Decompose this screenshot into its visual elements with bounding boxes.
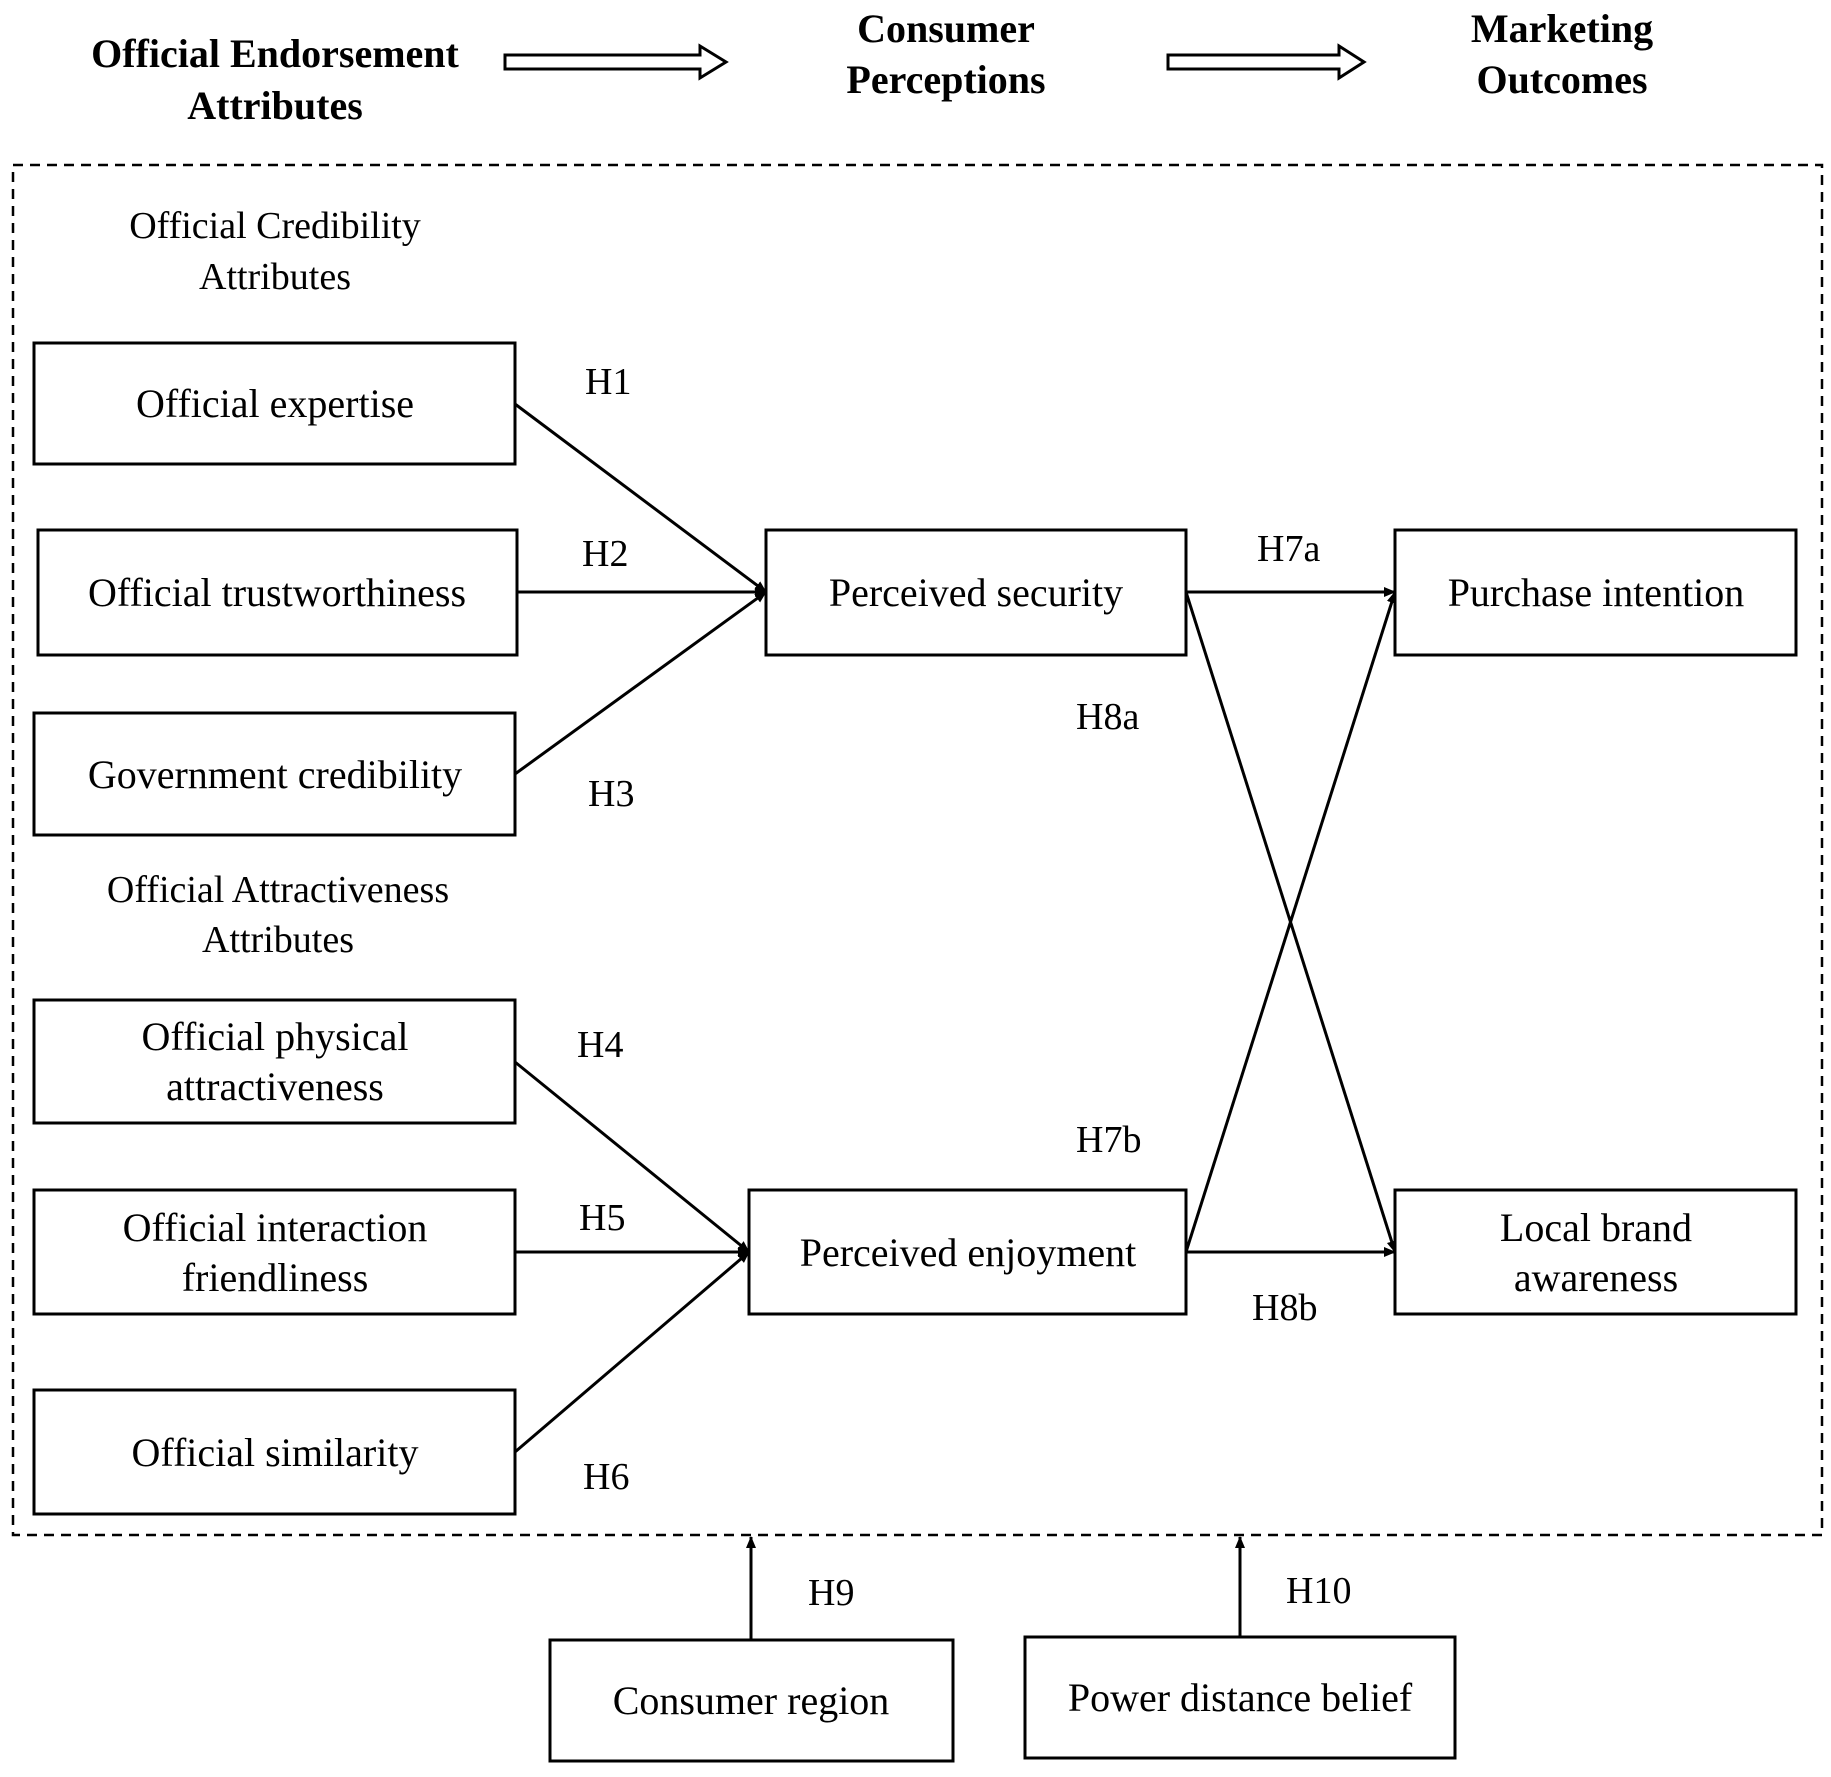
hypothesis-label-h4: H4: [577, 1024, 623, 1066]
hypothesis-label-h9: H9: [808, 1572, 854, 1614]
box-power-distance-belief: Power distance belief: [1023, 1635, 1457, 1760]
edge-h6: [514, 1250, 750, 1454]
label-official-expertise: Official expertise: [136, 381, 414, 426]
label-official-trustworthiness: Official trustworthiness: [88, 570, 466, 615]
label-perceived-enjoyment: Perceived enjoyment: [800, 1230, 1137, 1275]
hypothesis-label-h7a: H7a: [1257, 528, 1320, 570]
hypothesis-label-h8a: H8a: [1076, 696, 1139, 738]
label-purchase-intention: Purchase intention: [1448, 570, 1745, 615]
edge-h1: [514, 402, 767, 594]
label-power-distance-belief: Power distance belief: [1068, 1675, 1413, 1720]
box-perceived-security: Perceived security: [764, 528, 1188, 657]
hypothesis-label-h8b: H8b: [1252, 1287, 1317, 1329]
hypothesis-label-h1: H1: [585, 361, 631, 403]
box-consumer-region: Consumer region: [548, 1638, 955, 1763]
label-official-similarity: Official similarity: [132, 1430, 419, 1475]
box-official-trustworthiness: Official trustworthiness: [36, 528, 519, 657]
label-consumer-region: Consumer region: [613, 1678, 890, 1723]
label-government-credibility: Government credibility: [88, 752, 462, 797]
hypothesis-label-h10: H10: [1286, 1570, 1351, 1612]
framework-boundary: [11, 163, 1824, 1537]
header-arrow-1: [503, 43, 729, 81]
label-perceived-security: Perceived security: [829, 570, 1123, 615]
box-perceived-enjoyment: Perceived enjoyment: [747, 1188, 1188, 1316]
hypothesis-label-h7b: H7b: [1076, 1119, 1141, 1161]
hypothesis-label-h6: H6: [583, 1456, 629, 1498]
edge-h7b: [1184, 591, 1397, 1253]
box-official-similarity: Official similarity: [32, 1388, 517, 1516]
box-purchase-intention: Purchase intention: [1393, 528, 1798, 657]
hypothesis-label-h5: H5: [579, 1197, 625, 1239]
edge-h3: [514, 590, 767, 776]
header-arrow-2: [1166, 43, 1367, 81]
hypothesis-label-h2: H2: [582, 533, 628, 575]
box-official-expertise: Official expertise: [32, 341, 517, 466]
hypothesis-label-h3: H3: [588, 773, 634, 815]
box-government-credibility: Government credibility: [32, 711, 517, 837]
edge-h4: [514, 1060, 750, 1254]
